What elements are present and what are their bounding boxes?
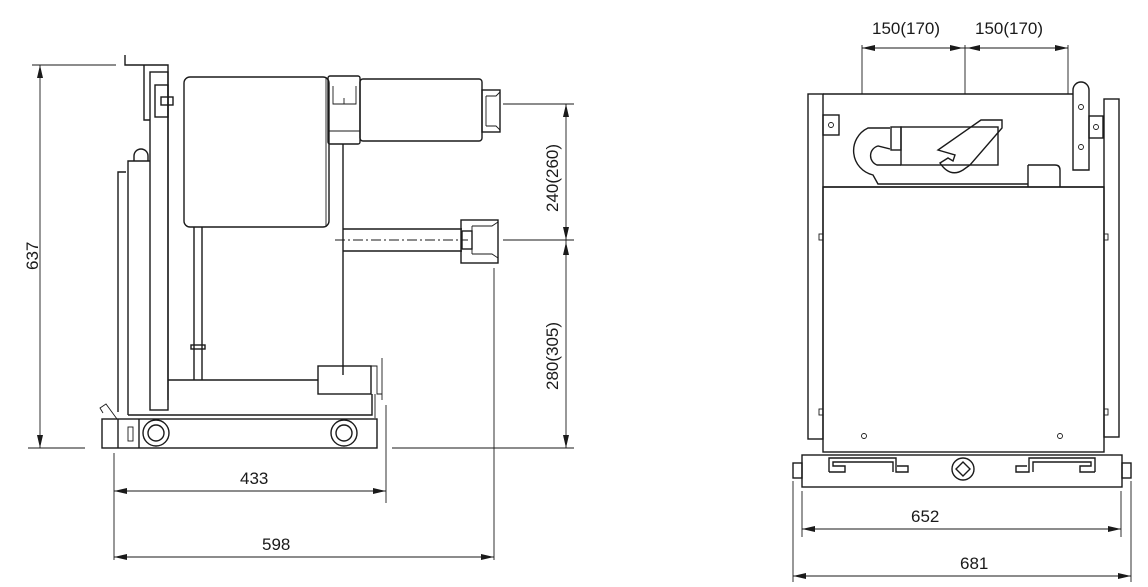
dimension-label-652: 652: [911, 507, 939, 526]
dimension-label-150-170-right: 150(170): [975, 19, 1043, 38]
dimension-label-150-170-left: 150(170): [872, 19, 940, 38]
dimension-label-681: 681: [960, 554, 988, 573]
front-view: 150(170) 150(170): [792, 19, 1132, 582]
dimension-label-240-260: 240(260): [543, 144, 562, 212]
side-view: 637 240(260) 280(305) 433 598: [23, 55, 574, 560]
dimension-label-280-305: 280(305): [543, 322, 562, 390]
dimension-label-637: 637: [23, 242, 42, 270]
dimension-label-433: 433: [240, 469, 268, 488]
dimension-label-598: 598: [262, 535, 290, 554]
